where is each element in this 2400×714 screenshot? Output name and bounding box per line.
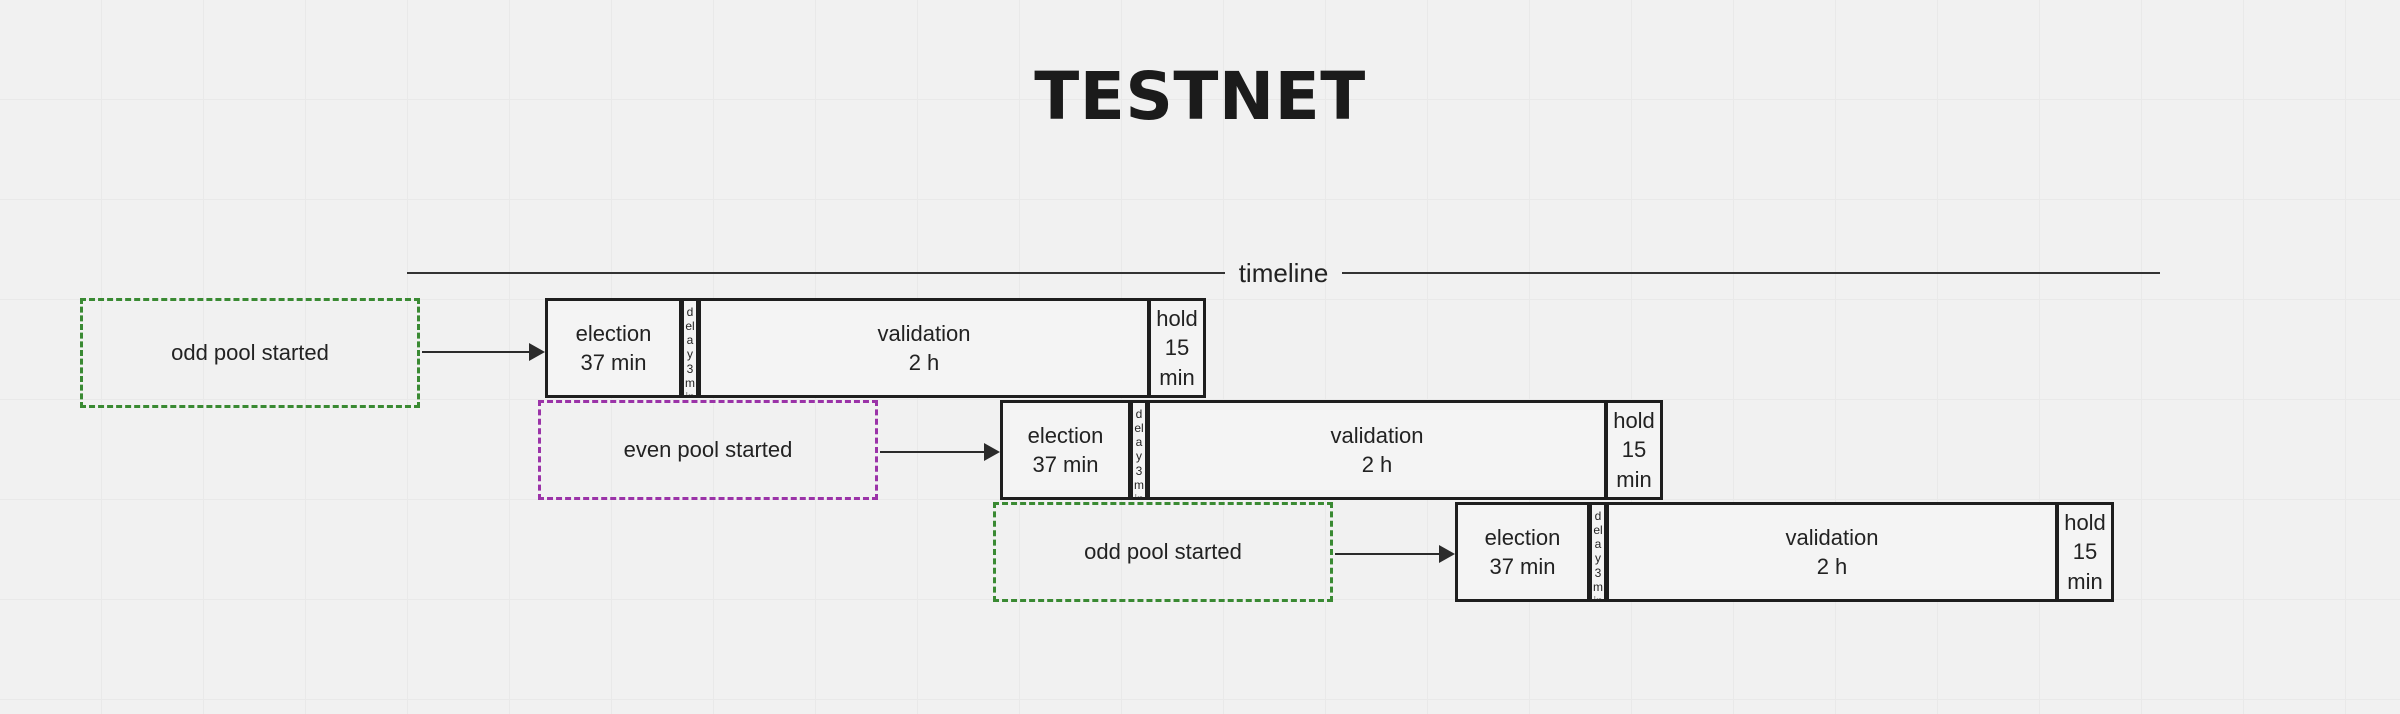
phase-box-delay-epoch-1[interactable]: delay 3 min [681, 298, 699, 398]
phase-name: validation [1330, 422, 1424, 448]
phase-duration: 37 min [1489, 554, 1556, 579]
phase-duration: 37 min [580, 350, 647, 375]
trigger-label: even pool started [623, 437, 793, 462]
arrow-epoch-3 [1335, 544, 1455, 564]
arrow-shaft [1335, 553, 1440, 555]
trigger-box-epoch-2[interactable]: even pool started [538, 400, 878, 500]
phase-box-delay-epoch-3[interactable]: delay 3 min [1589, 502, 1607, 602]
phase-duration: 2 h [1816, 554, 1848, 579]
phase-duration-value: 15 [1164, 335, 1190, 361]
arrow-epoch-1 [422, 342, 545, 362]
phase-box-hold-epoch-2[interactable]: hold 15 min [1605, 400, 1663, 500]
phase-delay-text: delay 3 min [1134, 407, 1144, 500]
phase-name: hold [1156, 306, 1198, 332]
phase-name: validation [877, 320, 971, 346]
timeline-line-right [1342, 272, 2160, 274]
phase-duration: 2 h [1361, 452, 1393, 477]
phase-box-hold-epoch-1[interactable]: hold 15 min [1148, 298, 1206, 398]
phase-name: election [575, 320, 652, 346]
phase-duration-unit: min [1159, 364, 1195, 390]
phase-name: hold [2064, 510, 2106, 536]
trigger-box-epoch-3[interactable]: odd pool started [993, 502, 1333, 602]
phase-box-validation-epoch-2[interactable]: validation 2 h [1147, 400, 1607, 500]
arrow-shaft [880, 451, 985, 453]
phase-name: election [1484, 524, 1561, 550]
arrow-shaft [422, 351, 530, 353]
phase-duration: 2 h [908, 350, 940, 375]
timeline-line-left [407, 272, 1225, 274]
trigger-box-epoch-1[interactable]: odd pool started [80, 298, 420, 408]
arrow-epoch-2 [880, 442, 1000, 462]
phase-duration: 37 min [1032, 452, 1099, 477]
phase-box-validation-epoch-3[interactable]: validation 2 h [1606, 502, 2058, 602]
phase-name: election [1027, 422, 1104, 448]
phase-duration-unit: min [1616, 466, 1652, 492]
timeline-label: timeline [1238, 258, 1329, 288]
trigger-label: odd pool started [1084, 539, 1242, 564]
phase-box-delay-epoch-2[interactable]: delay 3 min [1130, 400, 1148, 500]
page-title: TESTNET [1034, 58, 1366, 135]
timeline-axis: timeline [407, 260, 2160, 286]
phase-name: hold [1613, 408, 1655, 434]
phase-duration-unit: min [2067, 568, 2103, 594]
phase-delay-text: delay 3 min [1593, 509, 1603, 602]
phase-box-election-epoch-3[interactable]: election 37 min [1455, 502, 1590, 602]
phase-box-hold-epoch-3[interactable]: hold 15 min [2056, 502, 2114, 602]
arrow-head-icon [1439, 545, 1455, 563]
arrow-head-icon [984, 443, 1000, 461]
phase-name: validation [1785, 524, 1879, 550]
trigger-label: odd pool started [171, 340, 329, 365]
phase-box-validation-epoch-1[interactable]: validation 2 h [698, 298, 1150, 398]
phase-box-election-epoch-1[interactable]: election 37 min [545, 298, 682, 398]
phase-duration-value: 15 [1621, 437, 1647, 463]
arrow-head-icon [529, 343, 545, 361]
phase-delay-text: delay 3 min [685, 305, 695, 398]
phase-box-election-epoch-2[interactable]: election 37 min [1000, 400, 1131, 500]
phase-duration-value: 15 [2072, 539, 2098, 565]
